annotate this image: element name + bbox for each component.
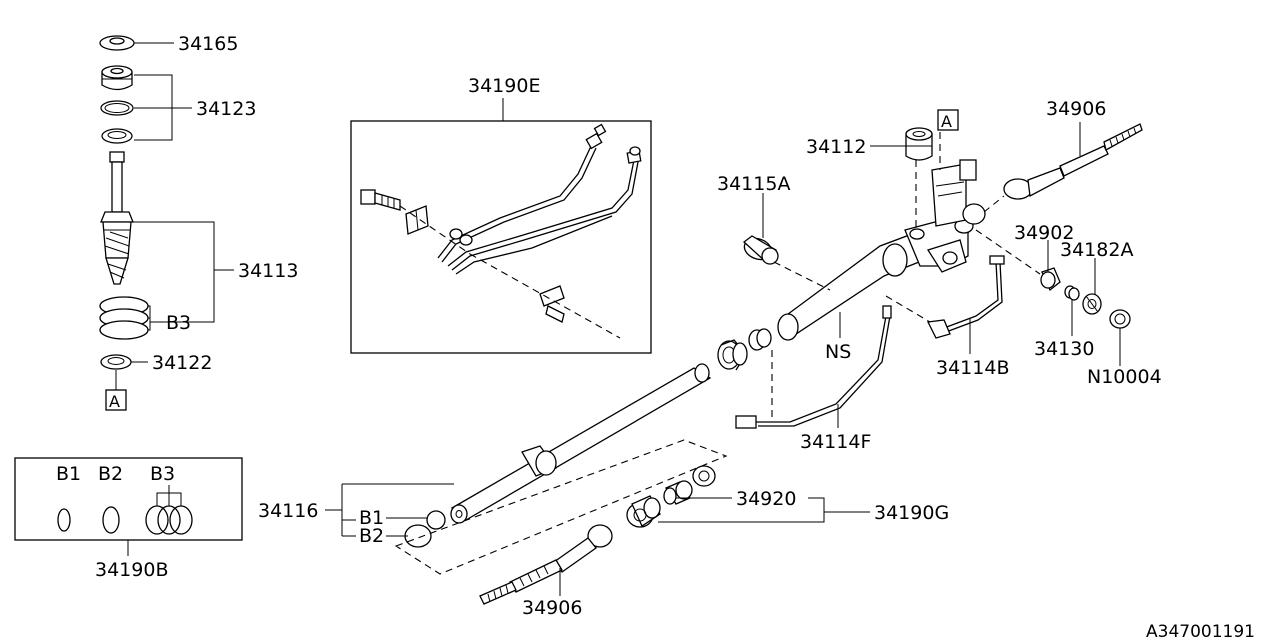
callout-34114f: 34114F	[800, 431, 871, 453]
part-34114b-pipe	[927, 255, 1005, 339]
part-34115a-boot	[742, 235, 779, 265]
part-b2-ring	[404, 524, 432, 548]
part-34920-bushing	[663, 480, 693, 505]
part-34906-tie-rod-top	[1003, 123, 1143, 200]
callout-34130: 34130	[1034, 338, 1094, 360]
part-34123-seal	[101, 128, 133, 144]
ref-a-left: A	[109, 392, 120, 411]
part-n10004-ring	[1109, 309, 1131, 329]
kit-ring-b1	[57, 508, 71, 532]
callout-34902: 34902	[1014, 222, 1074, 244]
callout-34906-top: 34906	[1046, 98, 1106, 120]
callout-34115a: 34115A	[717, 173, 790, 195]
part-rack-seal-right	[748, 328, 772, 351]
part-rack-seal-left	[717, 339, 748, 371]
callout-34123: 34123	[196, 98, 256, 120]
bolt-34190e	[360, 189, 401, 211]
kit-label-b1: B1	[56, 463, 81, 485]
part-34123-o-ring	[100, 100, 134, 116]
callout-34906-bottom: 34906	[522, 597, 582, 619]
part-34190g-boot	[626, 495, 661, 528]
callout-b1: B1	[359, 507, 384, 529]
part-34122-bearing	[100, 354, 132, 370]
part-34116-rack-bar	[450, 363, 712, 524]
part-34902-nut	[1040, 267, 1061, 292]
part-34165-seal-disc	[99, 35, 135, 51]
ref-a-right: A	[941, 112, 952, 131]
callout-b2: B2	[359, 525, 384, 547]
callout-34920: 34920	[736, 488, 796, 510]
part-34190e-pipe-assembly	[360, 123, 642, 339]
part-34906-tie-rod-bottom	[479, 524, 613, 605]
part-b1-ring	[426, 510, 446, 530]
kit-ring-b2	[102, 506, 120, 534]
callout-34182a: 34182A	[1060, 239, 1133, 261]
part-b3-rings-top	[99, 296, 149, 340]
callout-34114b: 34114B	[936, 357, 1009, 379]
detail-box-34190e	[350, 120, 652, 354]
part-gear-housing-ns	[777, 159, 986, 341]
part-34114f-pipe	[735, 305, 892, 429]
part-34113-pinion-shaft	[100, 151, 134, 285]
callout-34116: 34116	[258, 500, 318, 522]
part-34130-washer	[1064, 285, 1080, 301]
kit-box-34190b	[14, 457, 243, 541]
kit-rings-b3	[145, 485, 193, 535]
callout-34190g: 34190G	[874, 502, 949, 524]
kit-label-b2: B2	[98, 463, 123, 485]
part-34112-bushing	[905, 127, 933, 161]
callout-34190b: 34190B	[95, 559, 168, 581]
callout-n10004: N10004	[1087, 366, 1162, 388]
callout-b3-top: B3	[166, 312, 191, 334]
diagram-code: A347001191	[1146, 622, 1255, 640]
callout-34112: 34112	[806, 136, 866, 158]
callout-34190e: 34190E	[468, 75, 540, 97]
callout-ns: NS	[825, 341, 851, 363]
part-34182a-bushing	[1082, 293, 1102, 315]
callout-34113: 34113	[238, 260, 298, 282]
part-34123-nut	[101, 65, 133, 91]
callout-34122: 34122	[152, 352, 212, 374]
part-34920-seal	[692, 465, 716, 487]
callout-34165: 34165	[178, 33, 238, 55]
kit-label-b3: B3	[150, 463, 175, 485]
